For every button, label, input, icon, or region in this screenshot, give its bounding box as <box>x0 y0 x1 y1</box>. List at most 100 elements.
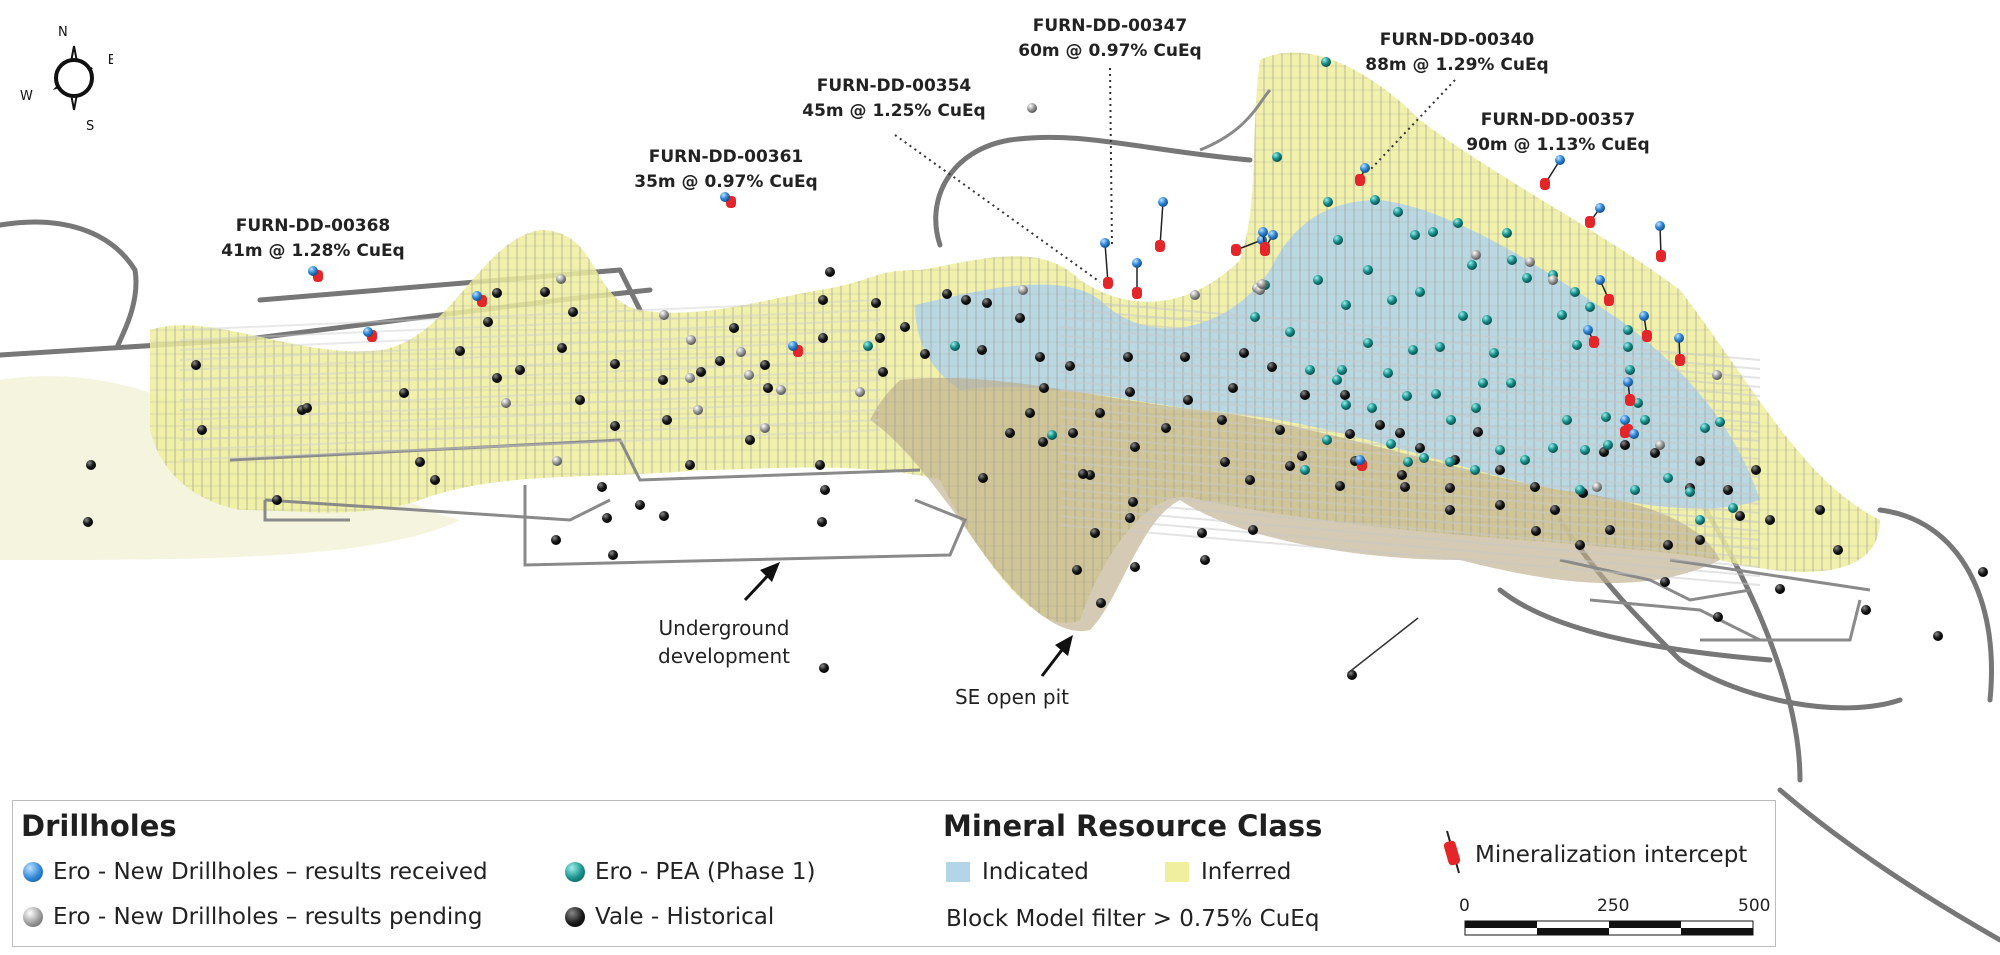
resource-class-title: Mineral Resource Class <box>943 809 1323 843</box>
pea-drillhole <box>1495 445 1505 455</box>
pending-drillhole <box>1655 440 1665 450</box>
pea-drillhole <box>1695 515 1705 525</box>
mineralization-intercept <box>1675 354 1685 366</box>
historical-drillhole <box>1239 348 1249 358</box>
pea-drillhole <box>1502 228 1512 238</box>
pending-drillhole <box>686 335 696 345</box>
historical-drillhole <box>715 356 725 366</box>
callout-00361: FURN-DD-00361 35m @ 0.97% CuEq <box>634 145 817 195</box>
drift-line <box>179 329 881 361</box>
historical-drillhole <box>415 457 425 467</box>
historical-drillhole <box>610 359 620 369</box>
drift-line <box>1059 416 1761 478</box>
legend-pea: Ero - PEA (Phase 1) <box>565 859 816 885</box>
callout-result: 88m @ 1.29% CuEq <box>1365 55 1549 75</box>
haul-road <box>1777 787 2000 943</box>
callout-leader-lines <box>894 67 1456 283</box>
historical-drillhole <box>430 475 440 485</box>
pending-drillhole <box>659 310 669 320</box>
pea-drillhole <box>1419 453 1429 463</box>
drift-line <box>179 299 881 331</box>
pea-drillhole <box>1489 348 1499 358</box>
historical-drillhole <box>302 403 312 413</box>
mineralization-intercept <box>1604 294 1614 306</box>
drift-line <box>179 409 881 441</box>
historical-drillhole <box>1123 352 1133 362</box>
historical-drillhole <box>1375 420 1385 430</box>
pea-drillhole <box>1333 235 1343 245</box>
historical-drillhole <box>1833 545 1843 555</box>
historical-drillhole <box>1217 415 1227 425</box>
historical-drillhole <box>729 323 739 333</box>
historical-drillhole <box>1090 528 1100 538</box>
drift-line <box>1059 335 1761 397</box>
received-drillhole <box>1555 155 1565 165</box>
callout-result: 35m @ 0.97% CuEq <box>634 172 818 192</box>
blue-sphere-icon <box>23 862 43 882</box>
pea-drillhole <box>1322 435 1332 445</box>
historical-drillhole <box>978 473 988 483</box>
pea-drillhole <box>1467 260 1477 270</box>
pea-drillhole <box>1383 368 1393 378</box>
callout-id: FURN-DD-00347 <box>1032 16 1188 36</box>
pea-drillhole <box>1323 197 1333 207</box>
pea-drillhole <box>1332 375 1342 385</box>
pending-drillhole <box>1018 285 1028 295</box>
historical-drillhole <box>1495 465 1505 475</box>
drift-line <box>179 319 881 351</box>
pea-drillhole <box>1386 439 1396 449</box>
historical-drillhole <box>1200 555 1210 565</box>
mineralization-intercept <box>1625 394 1635 406</box>
historical-drillhole <box>818 333 828 343</box>
pea-drillhole <box>1445 457 1455 467</box>
received-drillhole <box>1360 163 1370 173</box>
received-drillhole <box>1674 333 1684 343</box>
historical-drillhole <box>191 360 201 370</box>
tunnel <box>1199 88 1272 152</box>
pea-drillhole <box>1623 342 1633 352</box>
received-drillhole <box>1595 275 1605 285</box>
drill-trace <box>1104 242 1109 284</box>
historical-drillhole <box>540 287 550 297</box>
legend-indicated: Indicated <box>946 859 1089 885</box>
drillhole-markers <box>83 57 1988 680</box>
callout-id: FURN-DD-00354 <box>816 76 972 96</box>
historical-drillhole <box>1445 483 1455 493</box>
pea-drillhole <box>1685 487 1695 497</box>
received-drillhole <box>1629 429 1639 439</box>
drift-line <box>179 369 881 401</box>
pea-drillhole <box>1403 457 1413 467</box>
historical-drillhole <box>1125 387 1135 397</box>
historical-drillhole <box>551 535 561 545</box>
historical-drillhole <box>1125 513 1135 523</box>
pending-drillhole <box>552 456 562 466</box>
historical-drillhole <box>635 500 645 510</box>
received-drillhole <box>720 192 730 202</box>
drift-line <box>1059 506 1761 568</box>
historical-drillhole <box>1228 383 1238 393</box>
historical-drillhole <box>610 421 620 431</box>
drift-line <box>1059 398 1761 460</box>
mineralization-intercept <box>1132 287 1142 299</box>
pea-drillhole <box>1625 365 1635 375</box>
historical-drillhole <box>825 267 835 277</box>
historical-drillhole <box>1695 535 1705 545</box>
historical-drillhole <box>818 295 828 305</box>
drift-line <box>179 429 881 461</box>
historical-drillhole <box>878 367 888 377</box>
haul-road <box>1497 587 1773 663</box>
inferred-swatch <box>1165 862 1189 882</box>
pea-drillhole <box>1435 342 1445 352</box>
received-drillhole <box>1595 203 1605 213</box>
drift-line <box>179 379 881 411</box>
historical-drillhole <box>1130 442 1140 452</box>
pea-drillhole <box>1337 365 1347 375</box>
tunnel <box>1559 558 1751 602</box>
received-drillhole <box>1620 415 1630 425</box>
drift-line <box>179 389 881 421</box>
callout-id: FURN-DD-00340 <box>1379 30 1535 50</box>
historical-drillhole <box>900 322 910 332</box>
drift-line <box>179 399 881 431</box>
pea-drillhole <box>1478 378 1488 388</box>
